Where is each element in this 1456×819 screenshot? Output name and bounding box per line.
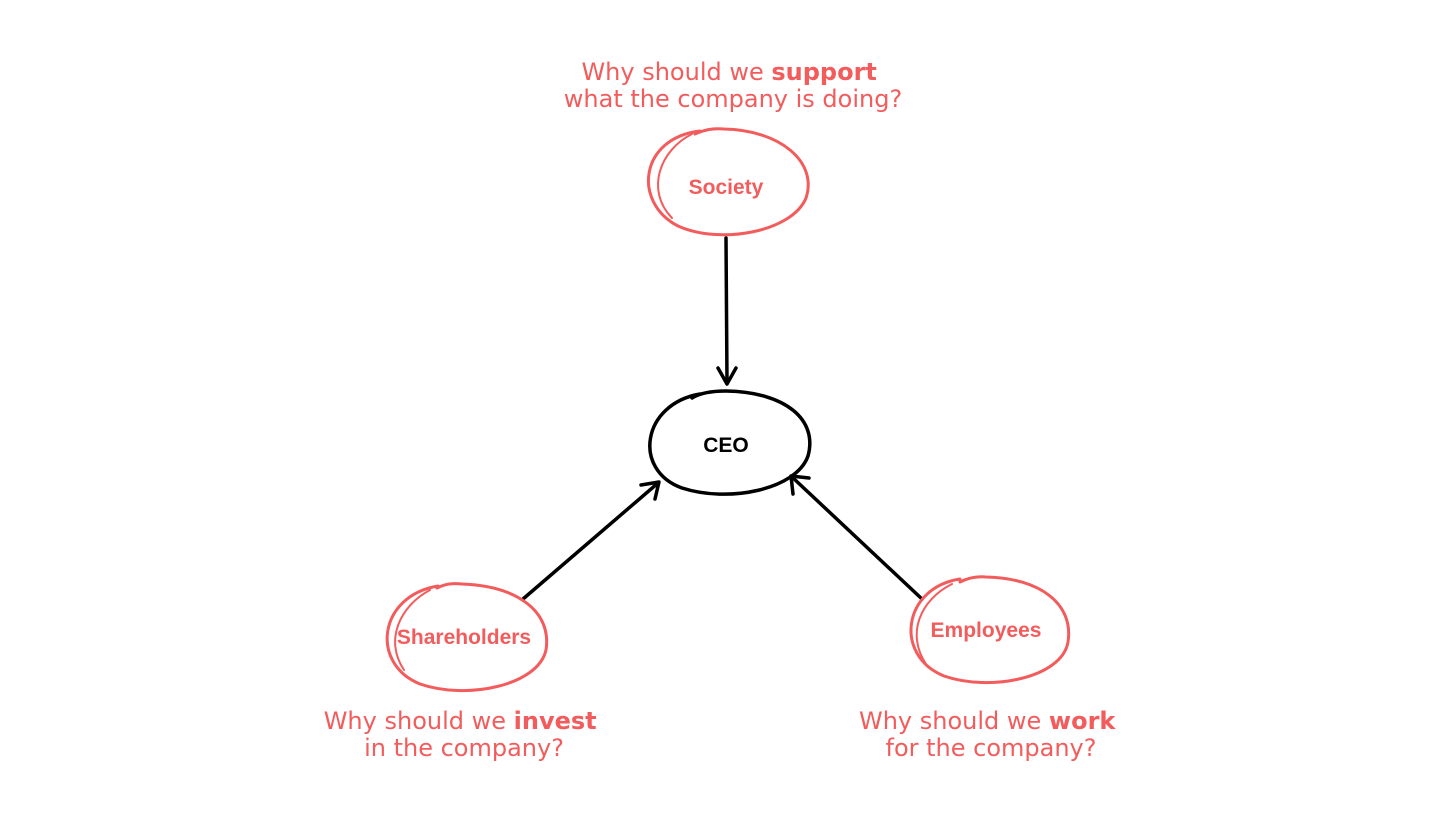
shareholders-circle-overdraw [394, 589, 431, 671]
society-circle-overdraw [657, 133, 693, 219]
shareholders-circle [385, 582, 549, 692]
employees-circle-overdraw [915, 583, 953, 665]
shareholders-question-line2: in the company? [364, 734, 564, 762]
shareholders-label: Shareholders [397, 626, 531, 649]
employees-question-line2: for the company? [886, 734, 1097, 762]
arrow-shareholders-to-ceo [521, 480, 661, 601]
employees-label: Employees [931, 619, 1042, 642]
society-question-emphasis: support [771, 58, 877, 86]
society-question-prefix: Why should we [581, 58, 771, 86]
society-node: Society [646, 127, 810, 237]
arrow-society-to-ceo [716, 236, 738, 386]
society-question: Why should we support what the company i… [564, 58, 902, 113]
arrow-employees-to-ceo [789, 474, 924, 601]
employees-question-prefix: Why should we [859, 707, 1049, 735]
ceo-circle [648, 389, 812, 496]
shareholders-question-emphasis: invest [514, 707, 597, 735]
shareholders-question-line1: Why should we invest [324, 707, 597, 735]
employees-node: Employees [909, 575, 1071, 684]
employees-question: Why should we work for the company? [859, 707, 1123, 762]
employees-question-emphasis: work [1049, 707, 1116, 735]
employees-question-line1: Why should we work [859, 707, 1116, 735]
ceo-node: CEO [648, 389, 812, 496]
society-question-line1: Why should we support [581, 58, 876, 86]
ceo-label: CEO [703, 434, 749, 457]
society-circle [646, 127, 810, 237]
society-question-line2: what the company is doing? [564, 85, 902, 113]
shareholders-question-prefix: Why should we [324, 707, 514, 735]
society-label: Society [689, 176, 764, 199]
employees-circle [909, 575, 1071, 684]
shareholders-node: Shareholders [385, 582, 549, 692]
shareholders-question: Why should we invest in the company? [324, 707, 605, 762]
